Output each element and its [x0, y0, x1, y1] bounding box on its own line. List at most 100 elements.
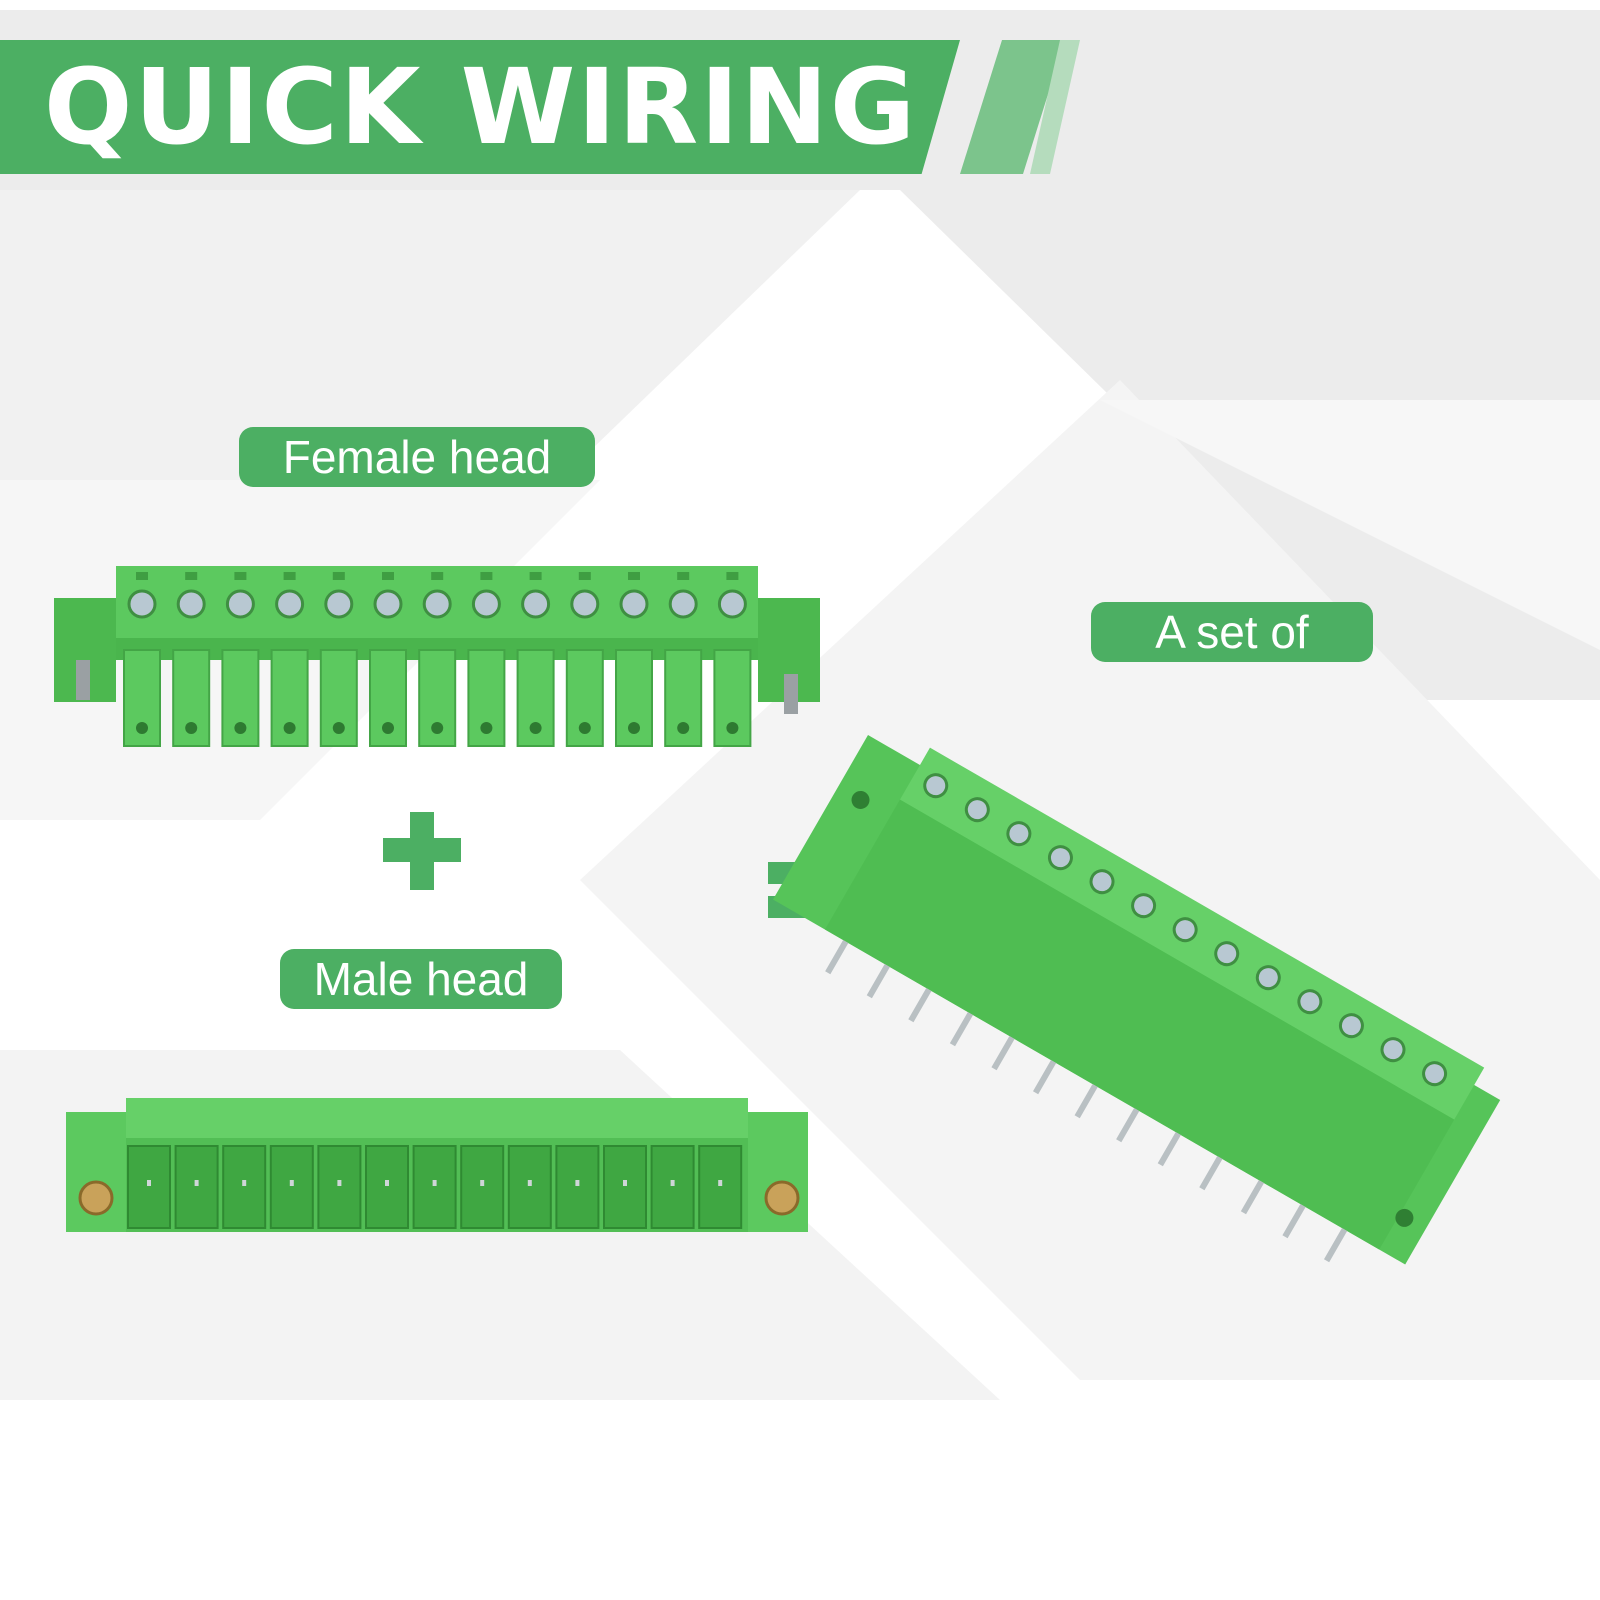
- wire-hole: [382, 722, 394, 734]
- pin-socket: [317, 1145, 362, 1229]
- pin-tip: [242, 1180, 247, 1186]
- pcb-pin: [866, 964, 890, 999]
- title-banner: [0, 40, 960, 174]
- wire-hole: [529, 722, 542, 734]
- pin-tip: [670, 1180, 675, 1186]
- screw-head: [923, 773, 949, 799]
- screw-head: [1089, 869, 1115, 895]
- pin-tip: [432, 1180, 437, 1186]
- screw-head: [668, 589, 698, 619]
- screw-head: [176, 589, 206, 619]
- male-connector-image: [66, 1098, 808, 1232]
- male-head-label: Male head: [280, 949, 562, 1009]
- pcb-pin: [908, 988, 932, 1023]
- screw-head: [619, 589, 649, 619]
- pin-socket: [412, 1145, 457, 1229]
- pin-socket: [650, 1145, 695, 1229]
- screw-head: [1255, 965, 1281, 991]
- screw-head: [1172, 917, 1198, 943]
- screw-head: [1380, 1037, 1406, 1063]
- screw-head: [1131, 893, 1157, 919]
- screw-head: [1214, 941, 1240, 967]
- pcb-pin: [1116, 1108, 1140, 1143]
- screw-slot: [480, 572, 493, 580]
- screw-slot: [677, 572, 690, 580]
- screw-head: [964, 797, 990, 823]
- pcb-pin: [1157, 1132, 1181, 1167]
- pcb-pin: [825, 940, 849, 975]
- screw-head: [521, 589, 551, 619]
- pin-socket: [507, 1145, 552, 1229]
- pcb-pin: [1199, 1156, 1223, 1191]
- pin-socket: [269, 1145, 314, 1229]
- screw-head: [422, 589, 452, 619]
- pcb-pin: [1032, 1060, 1057, 1095]
- screw-slot: [628, 572, 640, 580]
- screw-head: [1047, 845, 1073, 871]
- screw-slot: [382, 572, 394, 580]
- assembled-set-image: [773, 735, 1501, 1265]
- female-connector-image: [54, 566, 820, 747]
- wire-entry: [123, 649, 161, 747]
- wire-hole: [578, 722, 591, 734]
- pin-socket: [460, 1145, 505, 1229]
- pin-socket: [603, 1145, 647, 1229]
- pcb-pin: [1074, 1084, 1098, 1119]
- wire-entry: [467, 649, 506, 747]
- pin-tip: [527, 1180, 532, 1186]
- screw-slot: [578, 572, 591, 580]
- wire-hole: [185, 722, 198, 734]
- screw-slot: [283, 572, 296, 580]
- wire-hole: [628, 722, 640, 734]
- pcb-pin: [949, 1012, 974, 1047]
- screw-slot: [726, 572, 739, 580]
- pcb-pin: [1323, 1228, 1348, 1263]
- screw-slot: [431, 572, 444, 580]
- screw-slot: [136, 572, 148, 580]
- wire-hole: [332, 722, 345, 734]
- pin-socket: [698, 1145, 743, 1229]
- wire-hole: [136, 722, 148, 734]
- page-title: QUICK WIRING: [44, 46, 918, 168]
- pin-tip: [718, 1180, 723, 1186]
- pin-tip: [480, 1180, 485, 1186]
- pin-tip: [147, 1180, 151, 1186]
- pcb-pin: [991, 1036, 1015, 1071]
- screw-head: [373, 589, 403, 619]
- screw-head: [127, 589, 157, 619]
- pin-socket: [365, 1145, 409, 1229]
- pin-tip: [289, 1180, 294, 1186]
- screw-head: [1422, 1061, 1448, 1087]
- pin-tip: [385, 1180, 389, 1186]
- pcb-pin: [1282, 1204, 1306, 1239]
- wire-hole: [677, 722, 690, 734]
- wire-entry: [664, 649, 703, 747]
- wire-hole: [431, 722, 444, 734]
- set-label: A set of: [1091, 602, 1373, 662]
- screw-head: [1297, 989, 1323, 1015]
- screw-slot: [529, 572, 542, 580]
- screw-head: [225, 589, 255, 619]
- wire-hole: [283, 722, 296, 734]
- wire-entry: [713, 649, 752, 747]
- screw-head: [324, 589, 354, 619]
- screw-head: [471, 589, 501, 619]
- screw-head: [1338, 1013, 1364, 1039]
- screw-slot: [185, 572, 198, 580]
- pin-tip: [575, 1180, 580, 1186]
- wire-hole: [234, 722, 247, 734]
- pin-socket: [127, 1145, 171, 1229]
- screw-head: [275, 589, 305, 619]
- pin-socket: [555, 1145, 600, 1229]
- pcb-pin: [1240, 1180, 1265, 1215]
- screw-head: [570, 589, 600, 619]
- pin-tip: [194, 1180, 199, 1186]
- pin-socket: [174, 1145, 219, 1229]
- pin-socket: [222, 1145, 267, 1229]
- screw-head: [1006, 821, 1032, 847]
- screw-head: [717, 589, 747, 619]
- female-head-label: Female head: [239, 427, 595, 487]
- wire-hole: [726, 722, 739, 734]
- screw-slot: [332, 572, 345, 580]
